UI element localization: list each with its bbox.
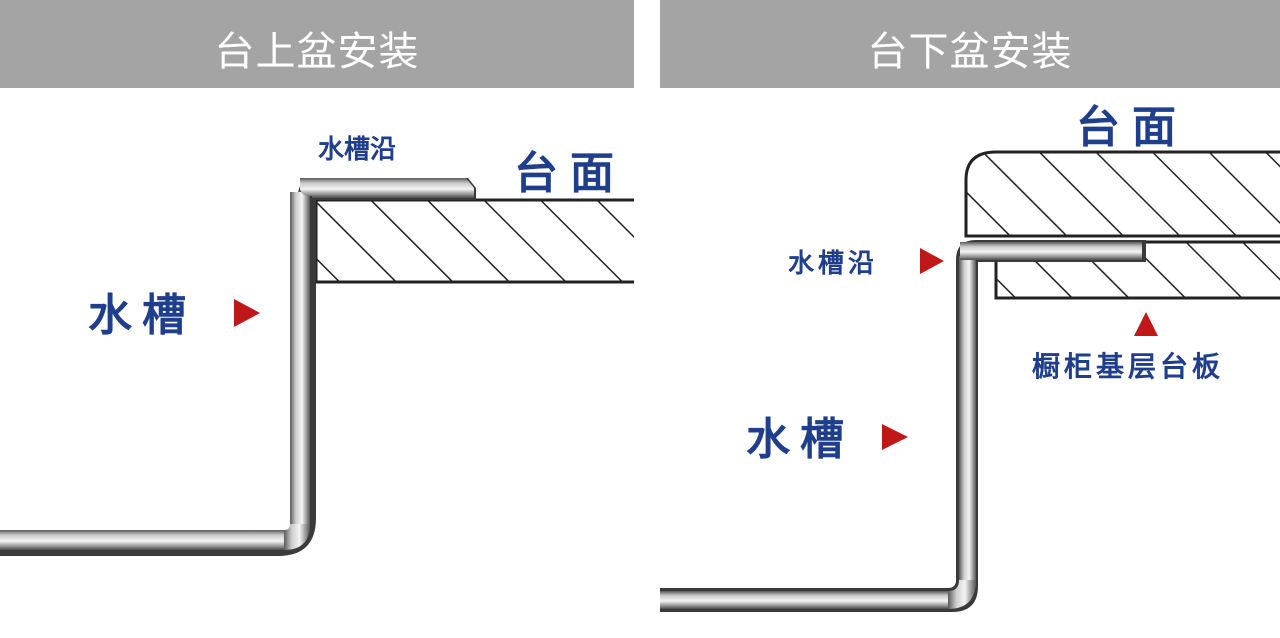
label-countertop: 台面	[1076, 102, 1188, 153]
sink-pointer-arrow	[882, 424, 908, 450]
top-mount-diagram: 水槽沿 台面 水槽	[0, 135, 634, 556]
label-sink: 水槽	[88, 290, 196, 341]
panel-title: 台上盆安装	[0, 0, 634, 88]
label-sink-rim: 水槽沿	[318, 135, 396, 165]
panel-top-mount: 台上盆安装	[0, 0, 634, 638]
label-sink: 水槽	[746, 414, 854, 465]
panel-under-mount: 台下盆安装	[660, 0, 1280, 638]
countertop-slab	[964, 150, 1280, 238]
countertop-slab	[314, 198, 634, 284]
under-mount-diagram: 台面 水槽沿 橱柜基层台板 水槽	[660, 102, 1280, 612]
sink-pointer-arrow	[234, 299, 260, 327]
panel-title: 台下盆安装	[660, 0, 1280, 88]
cabinet-board-pointer-arrow	[1134, 312, 1158, 336]
label-countertop: 台面	[514, 148, 626, 199]
label-cabinet-base-board: 橱柜基层台板	[1032, 350, 1224, 383]
panel-divider	[634, 0, 660, 638]
sink-body	[0, 178, 476, 556]
label-sink-rim: 水槽沿	[788, 249, 878, 279]
sink-rim-pointer-arrow	[920, 248, 944, 274]
sink-body	[660, 240, 1146, 612]
